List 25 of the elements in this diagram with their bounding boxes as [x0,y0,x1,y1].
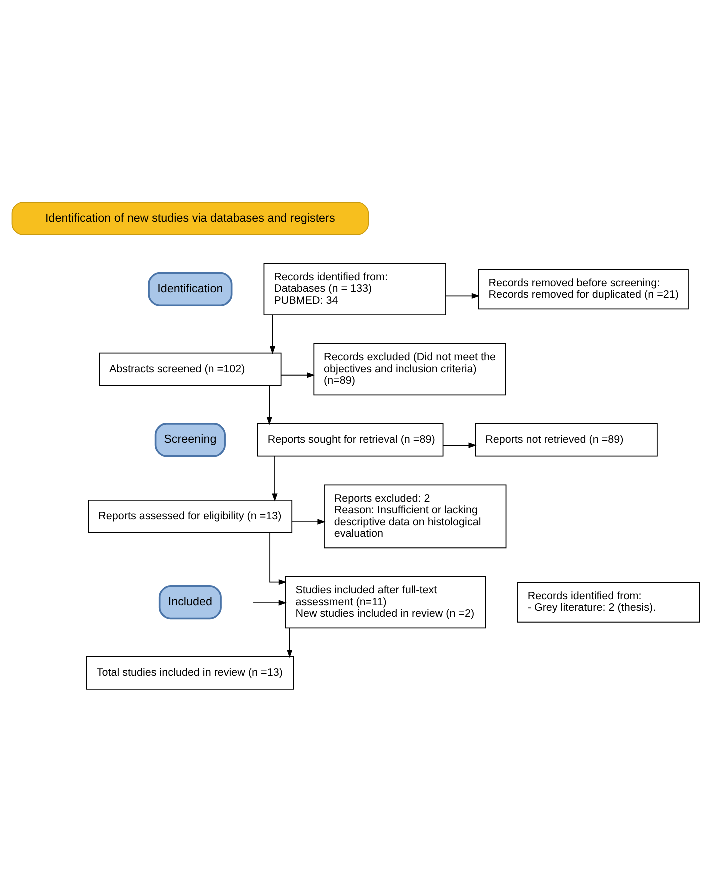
arrow [272,455,278,502]
node-box: Records removed before screening: Records removed for duplicated (n =21) [478,268,689,310]
node-box: Reports not retrieved (n =89) [475,423,658,456]
arrow [270,532,288,585]
arrow [253,600,287,606]
node-box: Reports excluded: 2 Reason: Insufficient or lacking descriptive data on histological evaluation [324,484,507,548]
arrow [292,518,326,524]
node-box: Records identified from: - Grey literature: 2 (thesis). [518,582,700,622]
arrow [442,442,477,448]
node-box: Abstracts screened (n =102) [99,352,282,386]
node-box: Identification [148,272,233,306]
node-box: Total studies included in review (n =13) [86,656,294,690]
node-box: Screening [154,422,226,457]
arrow [446,292,480,299]
node-box: Included [158,584,222,620]
node-box: Reports assessed for eligibility (n =13) [88,500,293,533]
node-box: Records excluded (Did not meet the objectives and inclusion criteria) (n=89) [314,342,506,396]
arrow [270,314,276,354]
node-box: Records identified from: Databases (n = 133) PUBMED: 34 [264,262,446,316]
node-box: Studies included after full-text assessment (n=11) New studies included in review (n =2) [285,576,486,628]
arrow [266,384,272,425]
node-box: Identification of new studies via databases and registers [12,202,370,235]
node-box: Reports sought for retrieval (n =89) [257,423,444,456]
arrow [280,372,316,378]
arrow [287,628,293,658]
